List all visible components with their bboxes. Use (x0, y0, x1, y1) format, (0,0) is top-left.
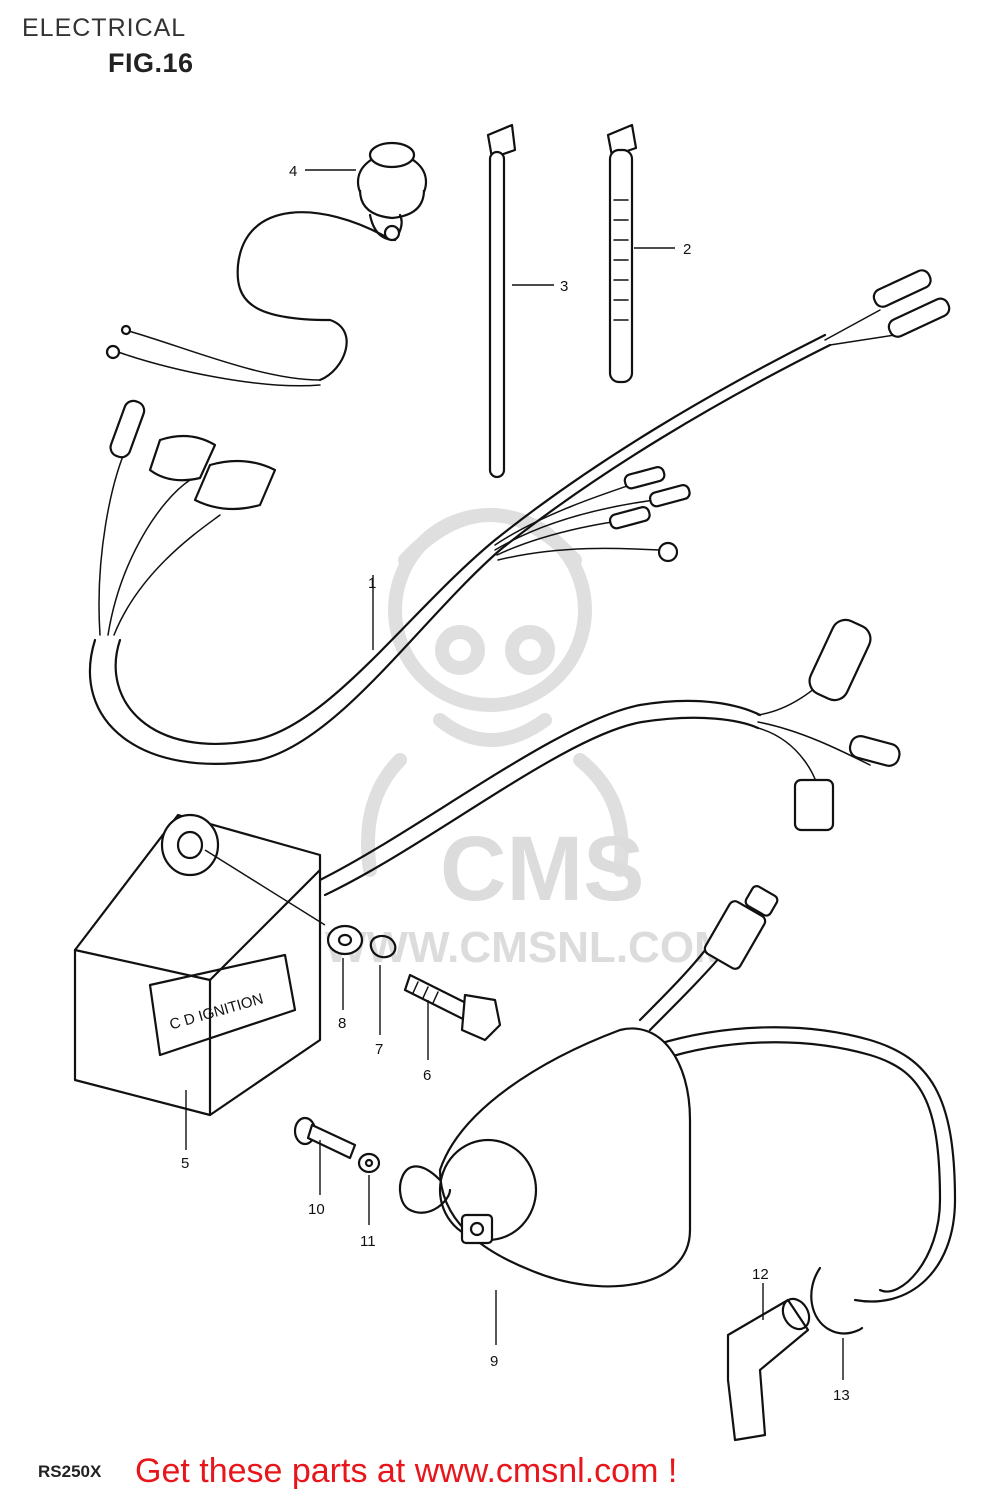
watermark-mascot-icon (361, 508, 629, 877)
callout-2: 2 (683, 241, 691, 258)
part-7-lock-washer (369, 934, 397, 1035)
callout-8: 8 (338, 1015, 346, 1032)
section-title: ELECTRICAL (22, 14, 187, 42)
watermark: CMS WWW.CMSNL.COM (325, 508, 731, 972)
callout-labels: 4 3 2 1 5 8 7 6 10 11 9 12 13 (181, 163, 850, 1404)
part-9-ignition-coil (398, 885, 957, 1345)
part-1-harness (89, 269, 951, 765)
part-13-spring (810, 1266, 864, 1380)
part-10-screw (293, 1116, 357, 1195)
callout-12: 12 (752, 1266, 769, 1283)
part-6-bolt (403, 973, 502, 1060)
part-8-washer (204, 849, 364, 1010)
callout-5: 5 (181, 1155, 189, 1172)
callout-10: 10 (308, 1201, 325, 1218)
figure-label: FIG.16 (108, 48, 194, 78)
part-2-band (606, 123, 675, 384)
callout-4: 4 (289, 163, 297, 180)
part-4-switch (105, 141, 428, 387)
callout-9: 9 (490, 1353, 498, 1370)
part-11-small-lock-washer (357, 1152, 381, 1225)
callout-6: 6 (423, 1067, 431, 1084)
part-12-plug-cap (726, 1283, 811, 1442)
watermark-logo-text: CMS (440, 818, 644, 920)
callout-1: 1 (368, 575, 376, 592)
part-5-cdi-unit: C D IGNITION (73, 618, 901, 1150)
model-label: RS250X (38, 1462, 102, 1481)
callout-11: 11 (360, 1233, 376, 1250)
callout-13: 13 (833, 1387, 850, 1404)
callout-3: 3 (560, 278, 568, 295)
watermark-url-text: WWW.CMSNL.COM (325, 923, 731, 972)
callout-7: 7 (375, 1041, 383, 1058)
promo-link[interactable]: Get these parts at www.cmsnl.com ! (135, 1452, 678, 1490)
part-3-clamp (486, 123, 554, 479)
